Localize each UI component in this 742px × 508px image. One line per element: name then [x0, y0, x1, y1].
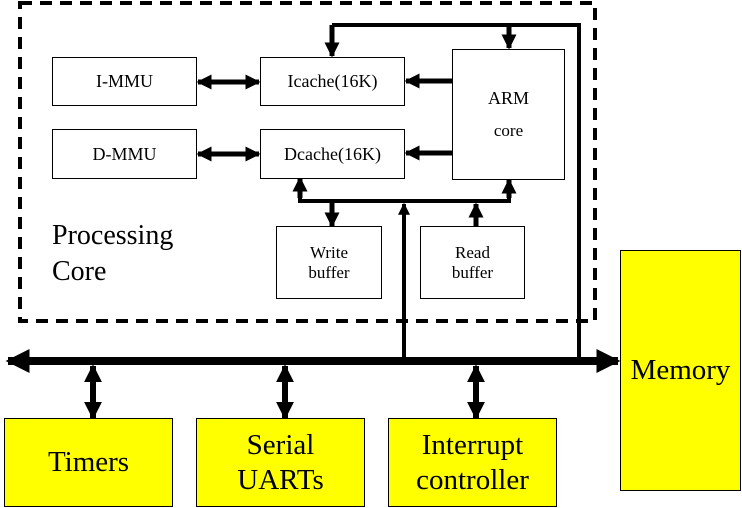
arm-label: ARM	[487, 88, 529, 109]
icache-block: Icache(16K)	[260, 57, 405, 106]
core-title-label: Core	[52, 256, 107, 287]
read-buffer-label-1: Read	[455, 242, 490, 262]
interrupt-controller-block: Interrupt controller	[388, 418, 557, 507]
memory-block: Memory	[620, 250, 741, 491]
arm-core-block: ARM core	[452, 49, 565, 180]
write-buffer-label-2: buffer	[308, 262, 350, 282]
processing-core-boundary	[18, 1, 597, 323]
serial-uarts-block: Serial UARTs	[196, 418, 365, 507]
processing-core-label: Processing Core	[52, 218, 173, 290]
memory-label: Memory	[630, 354, 731, 386]
top-feed-line	[332, 23, 581, 360]
dmmu-block: D-MMU	[52, 129, 197, 179]
read-buffer-label-2: buffer	[451, 262, 494, 282]
immu-block: I-MMU	[52, 57, 197, 106]
timers-block: Timers	[4, 418, 173, 507]
internal-bus	[298, 178, 511, 203]
write-buffer-block: Write buffer	[276, 226, 382, 299]
dcache-block: Dcache(16K)	[260, 129, 405, 179]
read-buffer-block: Read buffer	[420, 226, 525, 299]
write-buffer-label-1: Write	[309, 242, 349, 262]
processing-label: Processing	[52, 220, 174, 251]
controller-label: controller	[416, 463, 529, 496]
interrupt-label: Interrupt	[421, 428, 524, 461]
icache-label: Icache(16K)	[287, 71, 378, 92]
serial-label: Serial	[246, 428, 315, 461]
core-label: core	[493, 121, 524, 141]
dmmu-label: D-MMU	[92, 143, 157, 164]
timers-label: Timers	[47, 446, 130, 479]
uarts-label: UARTs	[237, 463, 324, 496]
dcache-label: Dcache(16K)	[284, 143, 381, 164]
immu-label: I-MMU	[96, 71, 153, 92]
